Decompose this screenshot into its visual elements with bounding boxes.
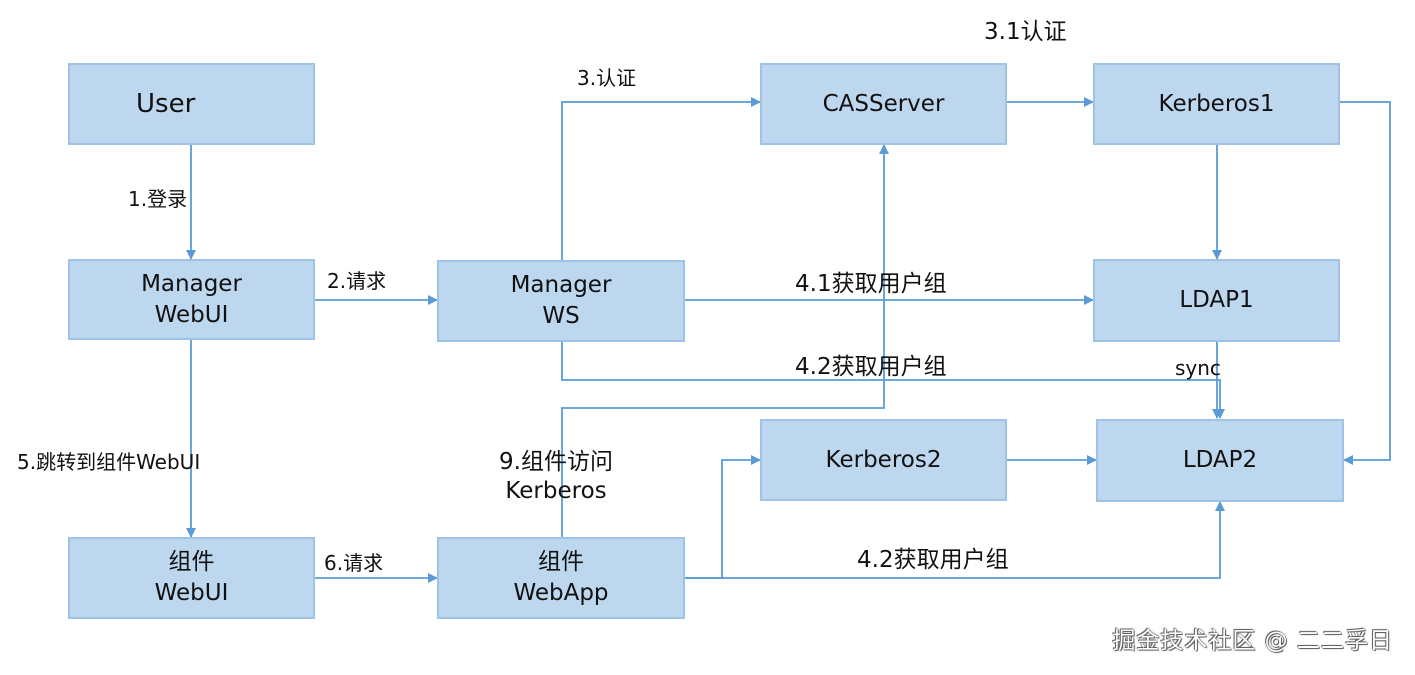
node-component-webapp-line2: WebApp xyxy=(513,580,609,606)
node-component-webui-line2: WebUI xyxy=(154,580,229,606)
edge-ws-to-ldap2 xyxy=(561,342,1225,419)
label-component-access-line1: 9.组件访问 xyxy=(499,449,613,475)
node-ldap2-label: LDAP2 xyxy=(1182,447,1258,473)
edge-ws-to-casserver xyxy=(561,97,761,260)
label-request-webapp: 6.请求 xyxy=(324,551,384,575)
node-manager-webui-line1: Manager xyxy=(141,270,242,297)
node-kerberos2-label: Kerberos2 xyxy=(825,446,942,473)
node-component-webui-line1: 组件 xyxy=(168,549,215,575)
edge-webapp-to-ldap2 xyxy=(685,501,1225,579)
node-manager-webui: Manager WebUI xyxy=(68,259,315,340)
node-casserver: CASServer xyxy=(760,63,1007,145)
label-get-group-ldap1: 4.1获取用户组 xyxy=(795,271,947,297)
label-get-group-ldap2-app: 4.2获取用户组 xyxy=(857,547,1009,573)
node-manager-ws-line1: Manager xyxy=(510,272,612,298)
node-component-webapp: 组件 WebApp xyxy=(437,537,685,619)
label-component-access: 9.组件访问 Kerberos xyxy=(486,448,626,506)
node-manager-webui-line2: WebUI xyxy=(154,301,229,328)
node-kerberos2: Kerberos2 xyxy=(760,419,1007,501)
node-ldap2: LDAP2 xyxy=(1096,419,1344,502)
node-manager-ws-line2: WS xyxy=(542,303,580,329)
label-sync: sync xyxy=(1175,356,1221,380)
node-user: User xyxy=(68,63,315,145)
label-component-access-line2: Kerberos xyxy=(505,478,607,504)
label-login: 1.登录 xyxy=(128,187,188,211)
label-auth: 3.认证 xyxy=(577,66,637,90)
edge-webapp-to-casserver xyxy=(561,144,889,537)
node-component-webapp-line1: 组件 xyxy=(538,549,584,575)
edge-kerberos1-to-ldap2 xyxy=(1340,101,1391,465)
node-manager-ws: Manager WS xyxy=(437,260,685,342)
node-user-label: User xyxy=(136,88,196,119)
node-component-webui: 组件 WebUI xyxy=(68,537,315,619)
label-redirect: 5.跳转到组件WebUI xyxy=(17,450,201,474)
node-casserver-label: CASServer xyxy=(822,90,945,117)
label-auth-kerberos: 3.1认证 xyxy=(984,19,1067,45)
watermark-text: 掘金技术社区 @ 二二孚日 xyxy=(1112,628,1393,654)
node-kerberos1-label: Kerberos1 xyxy=(1158,90,1275,117)
node-kerberos1: Kerberos1 xyxy=(1093,63,1340,145)
label-get-group-ldap2-ws: 4.2获取用户组 xyxy=(795,354,947,380)
edge-webapp-to-kerberos2 xyxy=(685,455,761,579)
node-ldap1-label: LDAP1 xyxy=(1179,287,1254,313)
label-request-ws: 2.请求 xyxy=(327,269,387,293)
node-ldap1: LDAP1 xyxy=(1093,259,1340,342)
